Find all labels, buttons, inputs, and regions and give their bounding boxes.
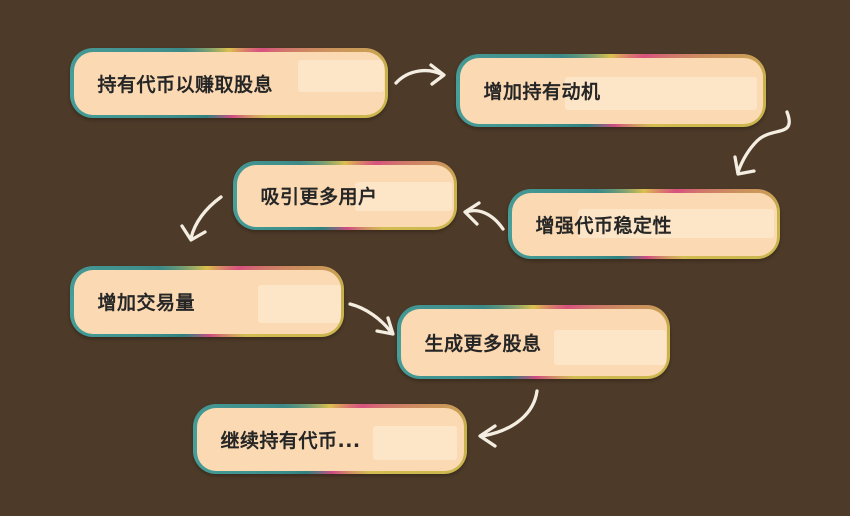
node-label: 生成更多股息	[424, 332, 542, 355]
arrow-hold-to-motivation	[394, 63, 446, 86]
arrow-users-to-volume	[180, 195, 223, 242]
node-body: 增强代币稳定性	[511, 192, 777, 256]
arrow-volume-to-dividends	[348, 302, 395, 336]
arrow-dividends-to-holding	[478, 389, 539, 448]
node-attract-more-users: 吸引更多用户	[233, 161, 457, 230]
node-body: 吸引更多用户	[236, 164, 454, 227]
node-label: 持有代币以赚取股息	[97, 73, 274, 96]
node-label: 增强代币稳定性	[535, 214, 673, 237]
node-label: 继续持有代币...	[220, 429, 361, 452]
node-body: 生成更多股息	[400, 308, 667, 376]
node-increase-holding-motivation: 增加持有动机	[456, 54, 766, 127]
node-hold-tokens-earn-dividends: 持有代币以赚取股息	[70, 48, 388, 118]
node-highlight-patch	[553, 329, 666, 365]
node-continue-holding-tokens: 继续持有代币...	[193, 404, 467, 474]
node-increase-trading-volume: 增加交易量	[70, 266, 344, 337]
node-enhance-token-stability: 增强代币稳定性	[508, 189, 780, 259]
node-highlight-patch	[257, 284, 341, 323]
node-label: 增加交易量	[97, 292, 196, 314]
arrow-stability-to-users	[463, 201, 505, 231]
node-label: 吸引更多用户	[260, 186, 378, 208]
node-label: 增加持有动机	[483, 81, 601, 103]
node-highlight-patch	[372, 425, 457, 460]
node-body: 持有代币以赚取股息	[73, 51, 385, 115]
node-body: 增加交易量	[73, 269, 341, 334]
node-highlight-patch	[297, 59, 384, 92]
node-body: 继续持有代币...	[196, 407, 464, 471]
node-generate-more-dividends: 生成更多股息	[397, 305, 670, 379]
node-body: 增加持有动机	[459, 57, 763, 124]
